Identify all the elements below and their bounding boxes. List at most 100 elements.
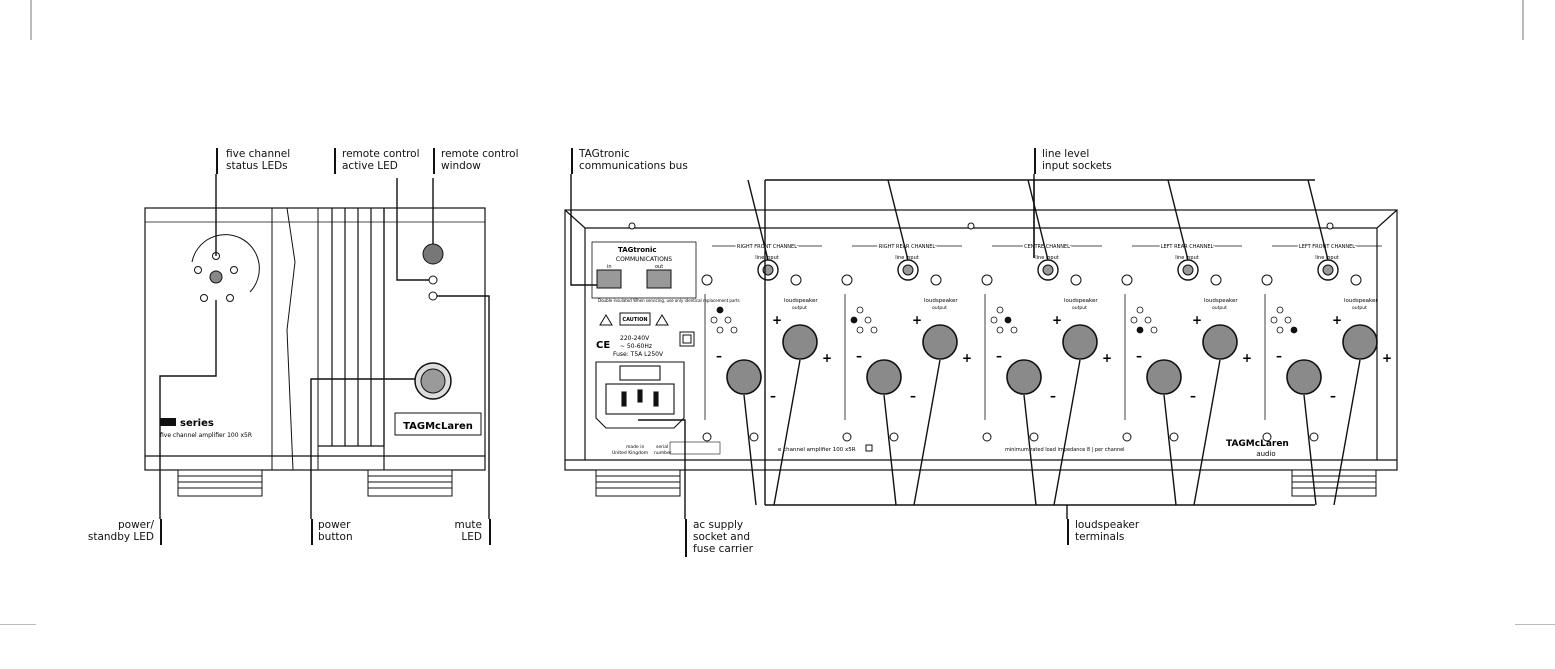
- svg-text:CE: CE: [596, 340, 610, 351]
- earth-post: [841, 274, 853, 286]
- leader-line: [1023, 394, 1037, 506]
- loudspeaker-output-label: loudspeaker: [924, 298, 958, 304]
- mode-jumper-dot: [856, 326, 864, 334]
- callout-marker: [160, 519, 162, 545]
- leader-line: [1307, 179, 1329, 261]
- mode-jumper-dot: [850, 316, 858, 324]
- plus-sign: +: [1192, 313, 1202, 327]
- status-led: [200, 294, 208, 302]
- minus-sign: –: [996, 349, 1002, 363]
- mode-jumper-dot: [1136, 326, 1144, 334]
- plus-sign: +: [1332, 313, 1342, 327]
- mode-jumper-dot: [1010, 326, 1018, 334]
- loudspeaker-output-label: output: [1352, 305, 1367, 311]
- rating-block: CAUTION CE 220-240V ~ 50-60Hz Fuse: T5A …: [596, 312, 695, 358]
- leader-line: [1303, 394, 1317, 506]
- corner-guide: [1515, 624, 1555, 625]
- mode-jumper-dot: [1130, 316, 1138, 324]
- minus-sign: –: [910, 389, 916, 403]
- remote-active-led: [428, 275, 438, 285]
- minus-sign: –: [770, 389, 776, 403]
- serial-label: serial: [656, 444, 668, 450]
- callout-marker: [489, 519, 491, 545]
- front-series-text: series: [180, 418, 214, 429]
- callout-power-standby-led: power/standby LED: [87, 519, 154, 543]
- mode-jumper-dot: [724, 316, 732, 324]
- front-feet: [177, 469, 453, 497]
- minus-sign: –: [1330, 389, 1336, 403]
- channel-name: LEFT FRONT CHANNEL: [1299, 244, 1355, 250]
- front-brand-text: TAGMcLaren: [403, 421, 473, 432]
- svg-text:~ 50-60Hz: ~ 50-60Hz: [620, 343, 652, 350]
- mode-jumper-dot: [1144, 316, 1152, 324]
- callout-marker: [216, 148, 218, 174]
- leader-line: [747, 179, 769, 261]
- comms-port-out: [646, 269, 672, 289]
- status-led-centre: [209, 270, 223, 284]
- earth-post: [1350, 274, 1362, 286]
- power-button-inner: [420, 368, 446, 394]
- minus-sign: –: [1190, 389, 1196, 403]
- earth-post: [1029, 432, 1039, 442]
- minus-sign: –: [1276, 349, 1282, 363]
- mode-jumper-dot: [1150, 326, 1158, 334]
- leader-line: [1027, 179, 1049, 261]
- rear-model-text: e channel amplifier 100 x5R: [778, 447, 856, 453]
- mode-jumper-dot: [1276, 306, 1284, 314]
- leader-line: [883, 394, 897, 506]
- svg-text:Double insulated When servici: Double insulated When servicing, use onl…: [598, 298, 740, 303]
- leader-line: [743, 394, 757, 506]
- plus-sign: +: [1242, 351, 1252, 365]
- svg-text:Fuse: T5A L250V: Fuse: T5A L250V: [613, 351, 664, 358]
- loudspeaker-terminal-negative: [1286, 359, 1322, 395]
- callout-marker: [685, 519, 687, 557]
- mode-jumper-dot: [870, 326, 878, 334]
- loudspeaker-output-label: loudspeaker: [784, 298, 818, 304]
- line-input-socket-core: [902, 264, 914, 276]
- earth-post: [1210, 274, 1222, 286]
- loudspeaker-terminal-positive: [1342, 324, 1378, 360]
- mode-jumper-dot: [730, 326, 738, 334]
- plus-sign: +: [1382, 351, 1392, 365]
- callout-marker: [1034, 148, 1036, 174]
- minus-sign: –: [1050, 389, 1056, 403]
- loudspeaker-terminal-positive: [782, 324, 818, 360]
- mode-jumper-dot: [1276, 326, 1284, 334]
- leader-line: [1333, 359, 1361, 506]
- plus-sign: +: [1102, 351, 1112, 365]
- loudspeaker-output-label: output: [1212, 305, 1227, 311]
- model-badge: [865, 444, 873, 452]
- loudspeaker-terminal-negative: [866, 359, 902, 395]
- mode-jumper-dot: [716, 306, 724, 314]
- earth-post: [790, 274, 802, 286]
- earth-post: [1262, 432, 1272, 442]
- series-logo-mark: [160, 418, 176, 426]
- rear-screws: [628, 222, 1334, 230]
- corner-guide: [0, 624, 36, 625]
- minus-sign: –: [856, 349, 862, 363]
- earth-post: [1261, 274, 1273, 286]
- earth-post: [981, 274, 993, 286]
- callout-marker: [1067, 519, 1069, 545]
- loudspeaker-terminal-positive: [922, 324, 958, 360]
- earth-post: [930, 274, 942, 286]
- svg-text:TAGtronic: TAGtronic: [618, 246, 657, 254]
- ac-supply-socket: [595, 361, 685, 429]
- comms-port-in: [596, 269, 622, 289]
- channel-name: CENTRE CHANNEL: [1024, 244, 1070, 250]
- svg-text:CAUTION: CAUTION: [622, 317, 647, 323]
- leader-line: [1193, 359, 1221, 506]
- mode-jumper-dot: [864, 316, 872, 324]
- minus-sign: –: [1136, 349, 1142, 363]
